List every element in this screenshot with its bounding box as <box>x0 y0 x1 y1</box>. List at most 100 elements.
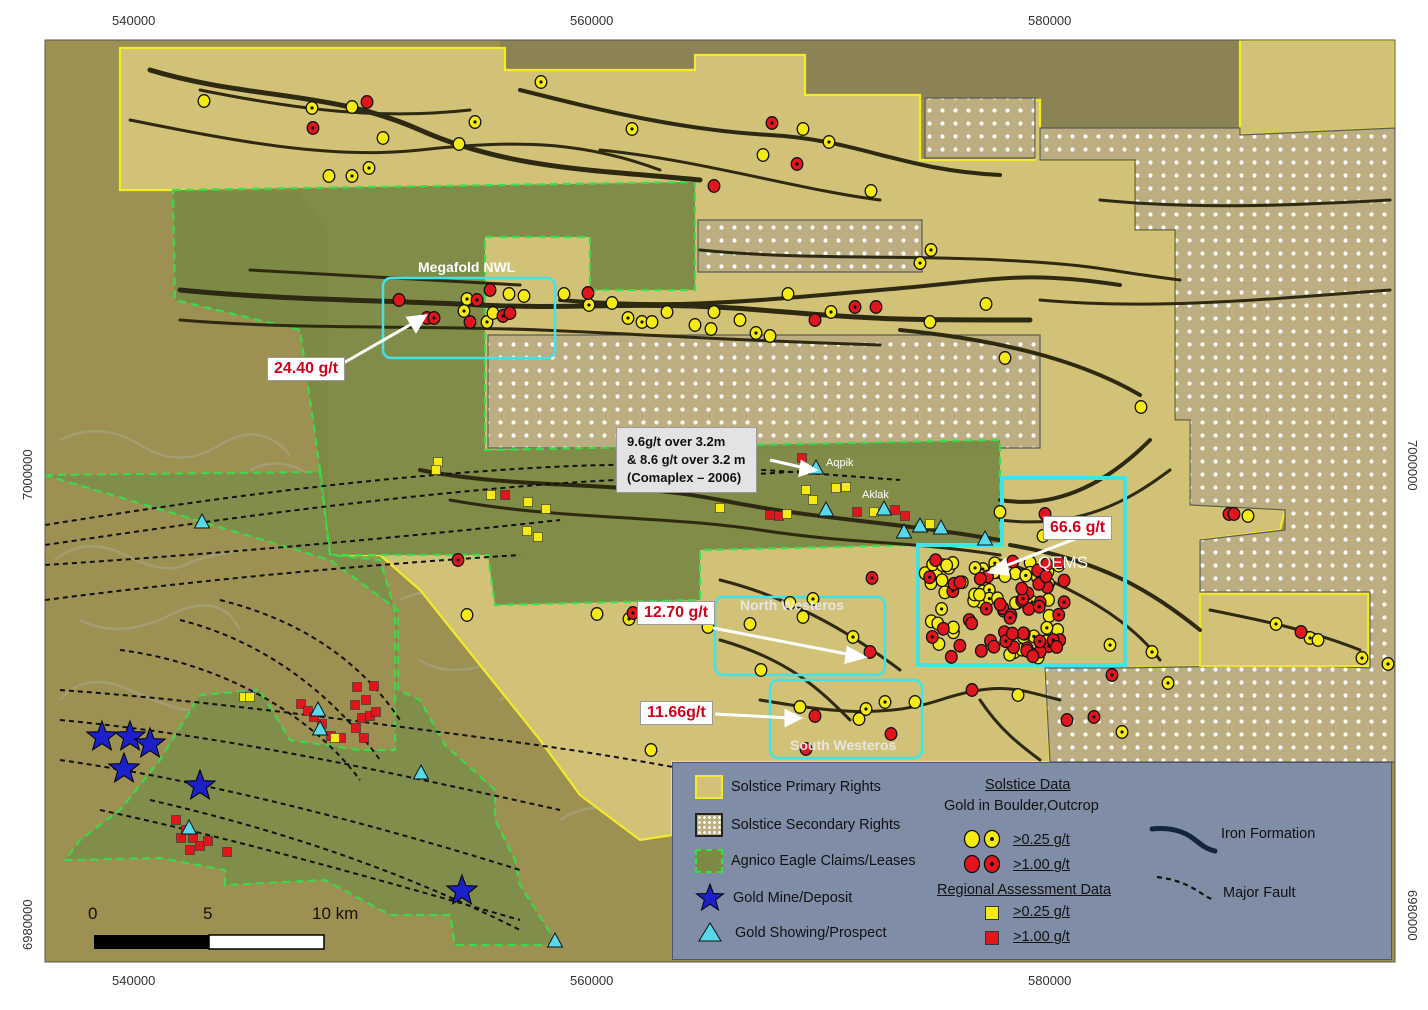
legend-regional-low: >0.25 g/t <box>1013 904 1070 920</box>
regional-low-sample <box>715 503 725 513</box>
y-tick-right-7000000: 7000000 <box>1405 440 1420 491</box>
low-grade-sample <box>940 558 954 573</box>
sample-center-mark <box>311 126 315 130</box>
regional-assessment-samples <box>171 453 935 857</box>
sample-center-mark <box>973 566 977 570</box>
regional-high-sample <box>359 733 369 743</box>
low-grade-sample <box>935 573 949 588</box>
sample-center-mark <box>1004 639 1008 643</box>
high-grade-sample <box>974 643 988 658</box>
legend-fault-icon <box>1156 875 1216 901</box>
y-tick-left-6980000: 6980000 <box>20 899 35 950</box>
high-grade-sample <box>1039 569 1053 584</box>
sample-center-mark <box>851 635 855 639</box>
high-grade-sample <box>707 179 721 193</box>
high-grade-sample <box>953 575 967 590</box>
sample-center-mark <box>829 310 833 314</box>
sample-center-mark <box>1037 605 1041 609</box>
gold-mine-marker <box>107 751 141 784</box>
regional-low-sample <box>808 495 818 505</box>
regional-high-sample <box>203 836 213 846</box>
low-grade-sample <box>557 287 571 301</box>
sample-center-mark <box>930 635 934 639</box>
sample-center-mark <box>1360 656 1364 660</box>
sample-center-mark <box>456 558 460 562</box>
prospect-outlines <box>381 276 1127 760</box>
sample-center-mark <box>630 127 634 131</box>
regional-high-sample <box>765 510 775 520</box>
low-grade-sample <box>973 587 986 602</box>
sample-center-mark <box>827 140 831 144</box>
regional-high-sample <box>195 841 205 851</box>
high-grade-sample <box>1060 713 1074 727</box>
high-grade-sample <box>987 639 1001 654</box>
legend-solstice-high: >1.00 g/t <box>1013 857 1070 873</box>
legend-showing: Gold Showing/Prospect <box>735 925 887 941</box>
regional-high-sample <box>185 845 195 855</box>
low-grade-sample <box>376 131 390 145</box>
callout-66-6: 66.6 g/t <box>1043 516 1113 540</box>
gold-mine-marker <box>445 873 479 906</box>
regional-low-sample <box>523 497 533 507</box>
x-tick-bottom-540000: 540000 <box>112 973 155 988</box>
low-grade-sample <box>756 148 770 162</box>
sample-center-mark <box>640 320 644 324</box>
low-grade-sample <box>1134 400 1148 414</box>
coordinate-ticks: 540000 560000 580000 540000 560000 58000… <box>20 13 1420 988</box>
sample-center-mark <box>1166 681 1170 685</box>
sample-center-mark <box>501 314 505 318</box>
regional-high-sample <box>296 699 306 709</box>
solstice-high-grade-samples <box>306 95 1308 756</box>
low-grade-sample <box>645 315 659 329</box>
low-grade-sample <box>460 608 474 622</box>
y-tick-right-6980000: 6980000 <box>1405 890 1420 941</box>
sample-center-mark <box>918 261 922 265</box>
gold-showing-marker <box>546 931 564 948</box>
high-grade-sample <box>936 621 950 636</box>
low-grade-sample <box>707 305 721 319</box>
legend-solstice-high-icon <box>963 854 1001 874</box>
low-grade-sample <box>993 505 1007 519</box>
scale-bar <box>94 934 325 950</box>
regional-low-sample <box>925 519 935 529</box>
sample-center-mark <box>432 316 436 320</box>
low-grade-sample <box>660 305 674 319</box>
legend-primary: Solstice Primary Rights <box>731 779 881 795</box>
regional-low-sample <box>541 504 551 514</box>
solstice-secondary-rights <box>487 97 1395 763</box>
label-aqpik: Aqpik <box>826 457 854 469</box>
high-grade-sample <box>1026 649 1040 664</box>
high-grade-sample <box>944 649 958 664</box>
legend-solstice-title: Solstice Data <box>985 777 1071 793</box>
label-megafold: Megafold NWL <box>418 259 516 275</box>
y-tick-left-7000000: 7000000 <box>20 449 35 500</box>
legend-regional-title: Regional Assessment Data <box>937 882 1112 898</box>
x-tick-top-580000: 580000 <box>1028 13 1071 28</box>
legend-star-icon <box>695 883 725 911</box>
regional-low-sample <box>330 733 340 743</box>
legend-fault: Major Fault <box>1223 885 1296 901</box>
regional-low-sample <box>831 483 841 493</box>
label-north-westeros: North Westeros <box>740 597 844 613</box>
callout-12-70: 12.70 g/t <box>637 601 716 625</box>
high-grade-sample <box>360 95 374 109</box>
regional-low-sample <box>782 509 792 519</box>
sample-center-mark <box>310 106 314 110</box>
legend-regional-high-icon <box>985 931 999 945</box>
low-grade-sample <box>998 351 1012 365</box>
regional-high-sample <box>352 682 362 692</box>
low-grade-sample <box>590 607 604 621</box>
sample-center-mark <box>929 248 933 252</box>
sample-center-mark <box>1024 573 1028 578</box>
legend-swatch-primary <box>695 775 723 799</box>
high-grade-sample <box>1052 555 1066 570</box>
sample-center-mark <box>1038 639 1042 643</box>
high-grade-sample <box>503 306 517 320</box>
gold-mines <box>85 719 479 906</box>
scale-label-0: 0 <box>88 904 98 923</box>
sample-center-mark <box>770 121 774 125</box>
regional-high-sample <box>369 681 379 691</box>
high-grade-sample <box>884 727 898 741</box>
sample-center-mark <box>870 576 874 580</box>
legend-solstice-low-icon <box>963 829 1001 849</box>
